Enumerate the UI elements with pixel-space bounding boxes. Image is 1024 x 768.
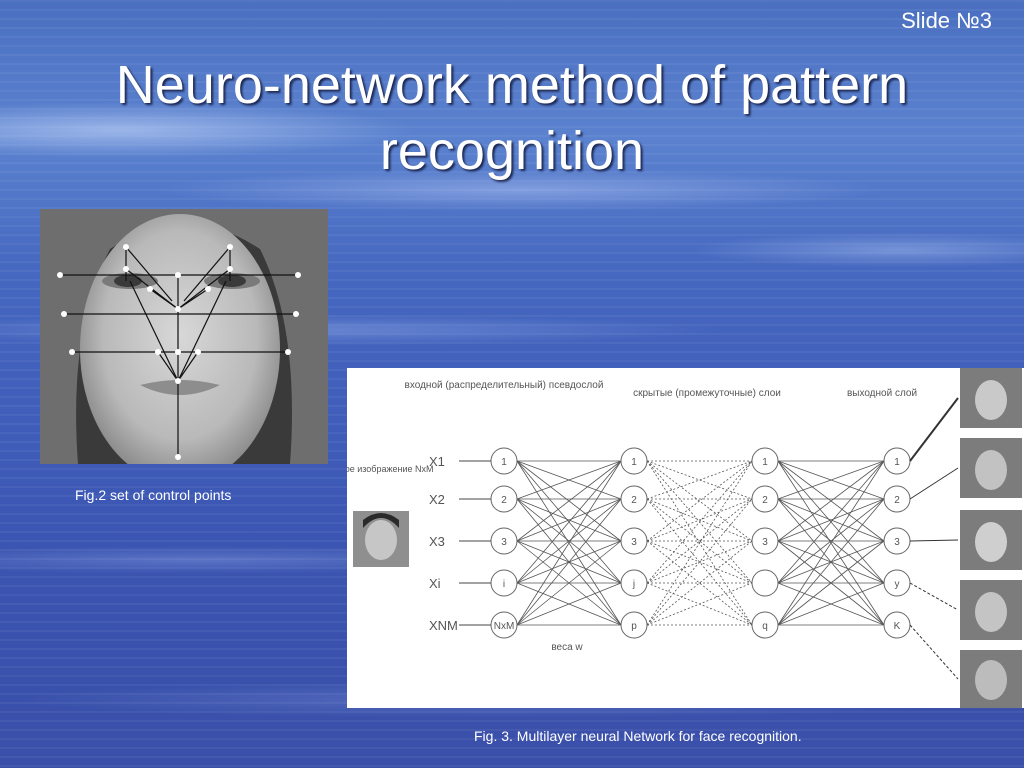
- output-arrow: [909, 397, 959, 462]
- network-node: [620, 569, 648, 597]
- network-node-label: 3: [501, 537, 507, 548]
- network-node-label: 3: [631, 537, 637, 548]
- slide-number: Slide №3: [901, 8, 992, 33]
- network-node-label: q: [762, 621, 768, 632]
- network-connection: [777, 460, 885, 584]
- output-arrow: [909, 539, 959, 542]
- input-signal-label: X3: [429, 534, 445, 549]
- network-connection: [516, 460, 622, 626]
- network-connection: [777, 498, 885, 584]
- output-face-thumbnails: [960, 368, 1022, 708]
- network-node: [751, 447, 779, 475]
- output-layer-label: выходной слой: [847, 388, 917, 399]
- input-image-label: входное изображение NxM: [347, 464, 433, 474]
- network-connection: [646, 582, 753, 626]
- output-arrow: [909, 624, 959, 680]
- figure-2-caption: Fig.2 set of control points: [75, 487, 232, 503]
- network-connection: [646, 460, 753, 500]
- network-node-label: 1: [894, 457, 900, 468]
- network-connection: [646, 498, 753, 542]
- network-connection: [516, 498, 622, 542]
- input-layer-label: входной (распределительный) псевдослой: [405, 380, 604, 391]
- network-node-label: y: [895, 579, 900, 590]
- network-connection: [646, 460, 753, 584]
- network-connection: [777, 540, 885, 626]
- network-connection: [516, 498, 622, 626]
- network-node-label: 1: [501, 457, 507, 468]
- network-connection: [646, 540, 753, 584]
- network-node-label: 1: [762, 457, 768, 468]
- network-connection: [516, 460, 622, 584]
- network-connection: [516, 498, 622, 584]
- network-connection: [646, 540, 753, 626]
- network-connection: [777, 498, 885, 626]
- network-connection: [516, 540, 622, 626]
- network-connection: [646, 498, 753, 584]
- network-node-label: 1: [631, 457, 637, 468]
- network-node-label: 2: [501, 495, 507, 506]
- input-face-thumbnail: [353, 511, 409, 567]
- face-control-points-image: [40, 209, 328, 464]
- network-connection: [646, 498, 753, 626]
- network-connection: [646, 498, 753, 626]
- weights-label: веса w: [551, 642, 583, 653]
- network-node: [620, 527, 648, 555]
- network-connection: [777, 460, 885, 626]
- input-signal-label: X1: [429, 454, 445, 469]
- network-connection: [777, 460, 885, 500]
- network-connection: [777, 582, 885, 626]
- network-connection: [646, 498, 753, 584]
- input-signal-label: Xi: [429, 576, 441, 591]
- network-node-label: 2: [762, 495, 768, 506]
- network-connection: [646, 460, 753, 500]
- network-connection: [516, 582, 622, 626]
- network-connection: [646, 540, 753, 626]
- network-node-label: 2: [894, 495, 900, 506]
- network-node: [751, 485, 779, 513]
- network-node: [620, 611, 648, 639]
- network-connection: [646, 460, 753, 626]
- output-arrow: [909, 582, 959, 611]
- network-node-label: NxM: [494, 621, 515, 632]
- network-node-label: 3: [894, 537, 900, 548]
- network-node: [620, 485, 648, 513]
- network-connection: [516, 460, 622, 542]
- network-node-label: K: [894, 621, 901, 632]
- network-node-label: p: [631, 621, 637, 632]
- network-connection: [777, 460, 885, 542]
- network-node: [751, 527, 779, 555]
- network-node-label: i: [503, 579, 505, 590]
- network-node-label: j: [632, 579, 635, 590]
- network-node-label: 2: [631, 495, 637, 506]
- network-connection: [777, 498, 885, 542]
- hidden-layers-label: скрытые (промежуточные) слои: [633, 388, 781, 399]
- figure-3-caption: Fig. 3. Multilayer neural Network for fa…: [474, 728, 802, 744]
- input-signal-label: X2: [429, 492, 445, 507]
- input-signal-label: XNM: [429, 618, 458, 633]
- network-node-label: 3: [762, 537, 768, 548]
- network-node: [620, 447, 648, 475]
- network-node: [751, 569, 779, 597]
- network-connection: [516, 460, 622, 500]
- network-node: [751, 611, 779, 639]
- slide-title: Neuro-network method of pattern recognit…: [115, 55, 909, 181]
- neural-network-diagram: входной (распределительный) псевдослой с…: [347, 368, 1024, 708]
- output-arrow: [909, 467, 959, 500]
